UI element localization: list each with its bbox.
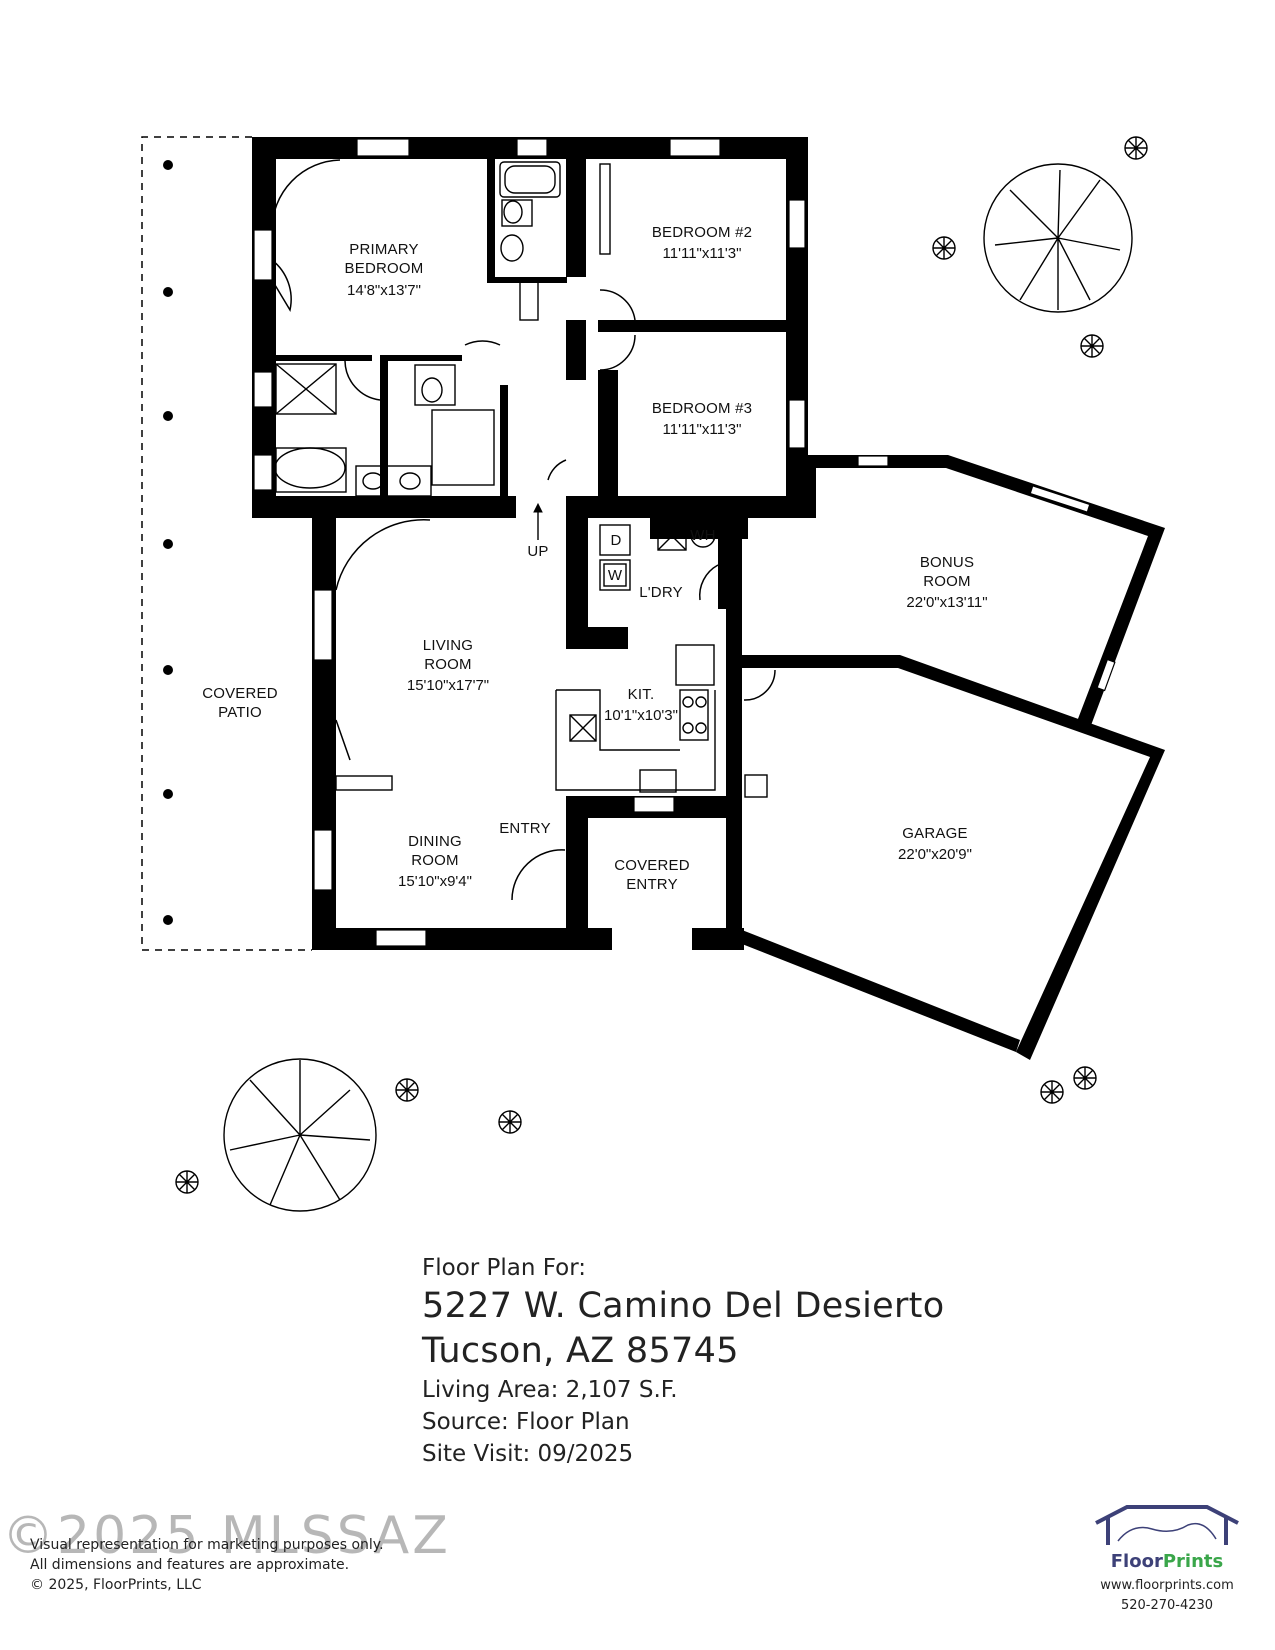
bonus-room-label-2: ROOM — [923, 573, 970, 590]
covered-patio-label-1: COVERED — [202, 685, 278, 702]
disclaimer-line-1: Visual representation for marketing purp… — [30, 1537, 384, 1553]
stairs-up-label: UP — [527, 543, 548, 560]
address-line-1: 5227 W. Camino Del Desierto — [422, 1286, 945, 1326]
bonus-room-label-1: BONUS — [920, 554, 974, 571]
dining-room-label-2: ROOM — [411, 852, 458, 869]
covered-entry-label-2: ENTRY — [626, 876, 678, 893]
house-logo-icon — [1095, 1505, 1239, 1545]
stairs-up-arrow — [533, 502, 543, 540]
primary-bedroom-label-1: PRIMARY — [349, 241, 418, 258]
water-heater-label: WH — [690, 527, 715, 544]
garage-door — [767, 943, 1011, 1047]
brand-name: FloorPrints — [1072, 1551, 1262, 1572]
brand-name-prints: Prints — [1162, 1551, 1224, 1572]
bedroom-2-label: BEDROOM #2 — [652, 224, 752, 241]
disclaimer-line-3: © 2025, FloorPrints, LLC — [30, 1577, 202, 1593]
living-room-label-2: ROOM — [424, 656, 471, 673]
address-line-2: Tucson, AZ 85745 — [422, 1331, 739, 1371]
bonus-room-walls — [742, 455, 1165, 1060]
living-room-label-1: LIVING — [423, 637, 473, 654]
garage-dim: 22'0"x20'9" — [898, 846, 972, 863]
property-info: Floor Plan For: 5227 W. Camino Del Desie… — [422, 1252, 944, 1470]
floorprints-brand: FloorPrints www.floorprints.com 520-270-… — [1072, 1505, 1262, 1616]
patio-outline — [141, 136, 312, 951]
disclaimer: Visual representation for marketing purp… — [30, 1535, 384, 1595]
bedroom-3-dim: 11'11"x11'3" — [663, 421, 742, 438]
source: Source: Floor Plan — [422, 1409, 630, 1435]
primary-bedroom-dim: 14'8"x13'7" — [347, 282, 421, 299]
door-swings — [271, 159, 776, 901]
site-visit: Site Visit: 09/2025 — [422, 1441, 634, 1467]
kitchen-dim: 10'1"x10'3" — [604, 707, 678, 724]
bedroom-2-dim: 11'11"x11'3" — [663, 245, 742, 262]
entry-label: ENTRY — [499, 820, 551, 837]
brand-website[interactable]: www.floorprints.com — [1100, 1578, 1234, 1593]
brand-name-floor: Floor — [1110, 1551, 1163, 1572]
bath-fixtures — [274, 161, 611, 497]
dining-room-label-1: DINING — [408, 833, 462, 850]
bonus-room-dim: 22'0"x13'11" — [906, 594, 987, 611]
landscape — [175, 136, 1148, 1212]
dryer-label: D — [610, 532, 621, 549]
kitchen-label: KIT. — [628, 686, 655, 703]
brand-phone: 520-270-4230 — [1120, 1598, 1214, 1613]
living-area: Living Area: 2,107 S.F. — [422, 1377, 678, 1403]
watermark: ©2025 MLSSAZ — [2, 1506, 451, 1566]
disclaimer-line-2: All dimensions and features are approxim… — [30, 1557, 350, 1573]
covered-patio-label-2: PATIO — [218, 704, 262, 721]
washer-label: W — [608, 567, 623, 584]
garage-label: GARAGE — [902, 825, 967, 842]
living-room-dim: 15'10"x17'7" — [407, 677, 489, 694]
primary-bedroom-label-2: BEDROOM — [345, 260, 424, 277]
dining-room-dim: 15'10"x9'4" — [398, 873, 472, 890]
kitchen-fixtures — [335, 521, 768, 798]
info-heading: Floor Plan For: — [422, 1255, 587, 1281]
bedroom-3-label: BEDROOM #3 — [652, 400, 752, 417]
laundry-label: L'DRY — [639, 584, 683, 601]
room-labels: PRIMARY BEDROOM 14'8"x13'7" BEDROOM #2 1… — [202, 224, 987, 893]
windows — [253, 138, 1116, 947]
covered-entry-label-1: COVERED — [614, 857, 690, 874]
